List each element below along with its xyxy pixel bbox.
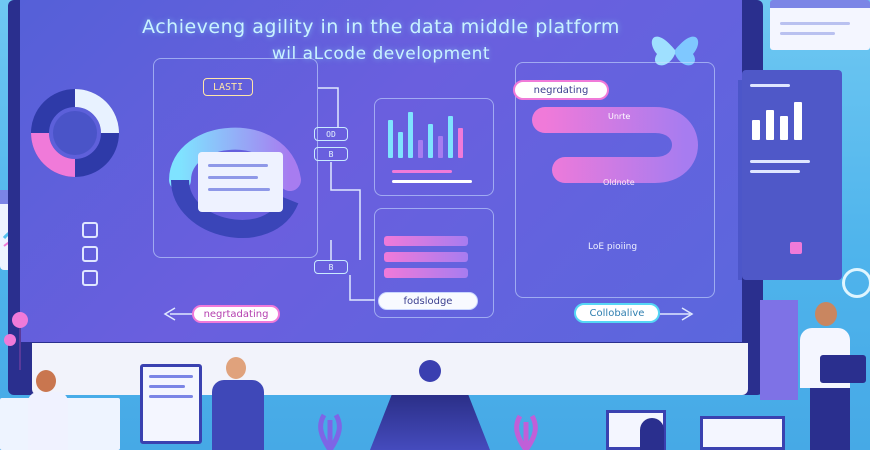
center-pill[interactable]: fodslodge bbox=[378, 292, 478, 310]
right-divider bbox=[738, 80, 742, 280]
person-3-head bbox=[815, 302, 837, 326]
tablet-screen bbox=[140, 364, 202, 444]
doc-card bbox=[198, 152, 283, 212]
right-dashboard bbox=[742, 70, 842, 280]
right-floating-window bbox=[770, 0, 870, 50]
donut-chart-icon bbox=[31, 89, 119, 177]
bottom-left-pill[interactable]: negrtadating bbox=[192, 305, 280, 323]
lasti-label: LASTI bbox=[203, 78, 253, 96]
pink-square-icon bbox=[790, 242, 802, 254]
shelf-unit bbox=[760, 300, 798, 400]
power-button-icon bbox=[419, 360, 441, 382]
monitor-screen: Achieveng agility in in the data middle … bbox=[20, 0, 742, 342]
flow-panel bbox=[515, 62, 715, 298]
person-4 bbox=[640, 418, 664, 450]
right-bar-chart bbox=[752, 100, 822, 140]
butterfly-icon bbox=[651, 36, 699, 66]
plant-icon-1 bbox=[318, 413, 342, 450]
person-2-body bbox=[212, 380, 264, 450]
headline-line1: Achieveng agility in in the data middle … bbox=[142, 16, 620, 38]
headline-line2: wil aLcode development bbox=[271, 44, 491, 64]
right-screen-2 bbox=[700, 416, 785, 450]
plant-icon-2 bbox=[514, 414, 538, 450]
person-3-laptop bbox=[820, 355, 866, 383]
person-1-body bbox=[28, 392, 68, 450]
monitor-stand bbox=[370, 395, 490, 450]
bar-chart-panel bbox=[374, 98, 494, 196]
flow-ribbon bbox=[532, 107, 698, 233]
connector-tag-1: OD bbox=[314, 127, 348, 141]
person-1-head bbox=[36, 370, 56, 392]
right-screen-1 bbox=[606, 410, 666, 450]
list-bar-2 bbox=[384, 252, 468, 262]
left-icon-column bbox=[82, 222, 122, 286]
list-panel bbox=[374, 208, 494, 318]
flow-label-upper: Unrte bbox=[608, 112, 631, 121]
connector-tag-3: B bbox=[314, 260, 348, 274]
pink-flower-icon bbox=[4, 312, 28, 370]
circle-icon bbox=[842, 268, 870, 298]
top-right-pill[interactable]: negrdating bbox=[513, 80, 609, 100]
list-bar-3 bbox=[384, 268, 468, 278]
list-bar-1 bbox=[384, 236, 468, 246]
connector-tag-2: B bbox=[314, 147, 348, 161]
flow-label-low: LoE pioiing bbox=[588, 242, 638, 252]
person-3-legs bbox=[810, 388, 850, 450]
bottom-right-pill[interactable]: Collobalive bbox=[574, 303, 660, 323]
flow-label-mid: Oldnote bbox=[603, 178, 635, 187]
bar-chart bbox=[388, 108, 478, 158]
person-2-head bbox=[226, 357, 246, 379]
